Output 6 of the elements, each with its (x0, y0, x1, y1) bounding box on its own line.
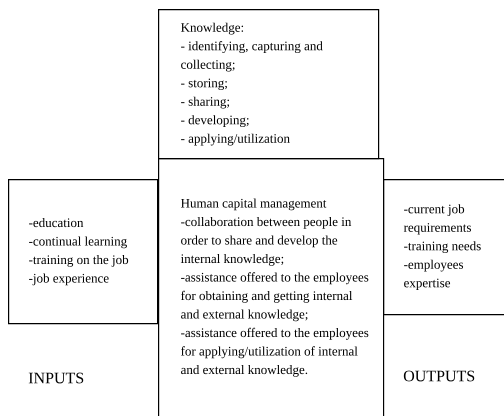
input-box: -education -continual learning -training on the job -job experience (8, 179, 158, 324)
outputs-label: OUTPUTS (404, 370, 474, 382)
process-box: Human capital management -collaboration between people in order to share and develop the internal knowledge; -assistance offered to the employees for obtaining and getting internal and external knowledge; -assistance offered to the employees for applying/utilization of internal and external knowledge. (158, 158, 384, 416)
process-box: Knowledge: - identifying, capturing and collecting; - storing; - sharing; - developing; - applying/utilization (158, 9, 380, 160)
inputs-label: INPUTS (28, 372, 84, 384)
output-box: -current job requirements -training needs -employees expertise (383, 179, 504, 316)
